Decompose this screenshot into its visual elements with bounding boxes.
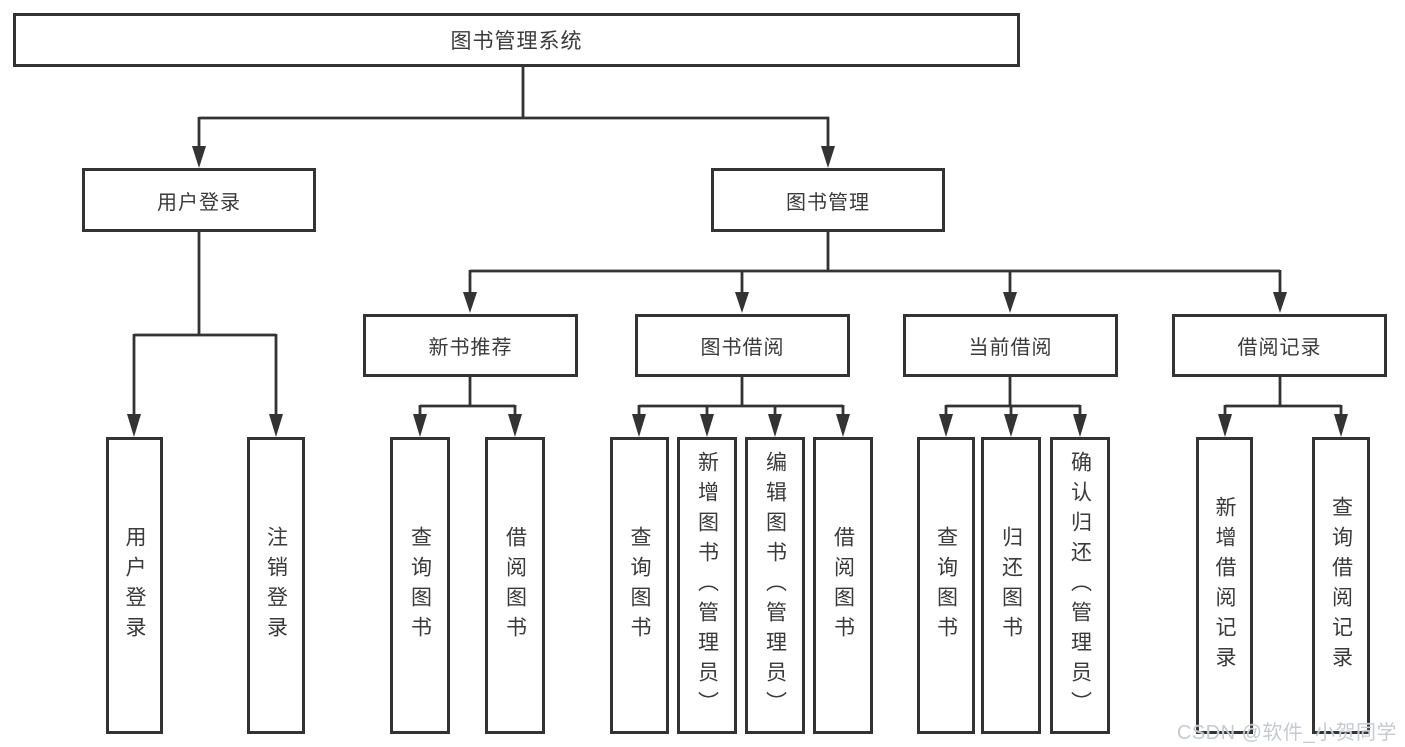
node-label: 编辑图书（管理员） xyxy=(763,450,787,721)
leaf-query-books-2: 查询图书 xyxy=(610,437,669,734)
node-label: 归还图书 xyxy=(999,525,1023,646)
csdn-watermark: CSDN @软件_小贺同学 xyxy=(1176,722,1397,744)
node-label: 新增借阅记录 xyxy=(1213,495,1236,676)
node-label: 用户登录 xyxy=(157,191,241,214)
node-label: 借阅图书 xyxy=(831,525,855,646)
leaf-borrow-books-1: 借阅图书 xyxy=(485,437,545,734)
node-current-borrow: 当前借阅 xyxy=(903,314,1118,377)
leaf-query-books-3: 查询图书 xyxy=(917,437,975,734)
node-label: 确认归还（管理员） xyxy=(1068,450,1092,721)
node-label: 图书管理系统 xyxy=(450,30,583,53)
leaf-edit-book-admin: 编辑图书（管理员） xyxy=(745,437,805,734)
leaf-confirm-return-admin: 确认归还（管理员） xyxy=(1050,437,1110,734)
node-label: 图书借阅 xyxy=(700,337,785,359)
node-label: 新增图书（管理员） xyxy=(695,450,719,721)
node-label: 查询图书 xyxy=(408,525,432,646)
node-label: 查询图书 xyxy=(934,525,958,646)
leaf-user-login: 用户登录 xyxy=(106,437,163,734)
node-label: 查询图书 xyxy=(628,525,651,646)
node-label: 借阅图书 xyxy=(503,525,527,646)
node-label: 当前借阅 xyxy=(968,337,1053,359)
node-book-management-branch: 图书管理 xyxy=(711,168,945,232)
node-label: 用户登录 xyxy=(123,525,146,646)
node-label: 借阅记录 xyxy=(1237,337,1322,359)
node-book-borrow: 图书借阅 xyxy=(635,314,850,377)
node-label: 新书推荐 xyxy=(428,337,513,359)
node-label: 查询借阅记录 xyxy=(1329,495,1353,676)
leaf-query-books-1: 查询图书 xyxy=(390,437,450,734)
node-label: 注销登录 xyxy=(264,525,288,646)
leaf-borrow-books-2: 借阅图书 xyxy=(813,437,873,734)
leaf-add-borrow-record: 新增借阅记录 xyxy=(1196,437,1253,734)
node-label: 图书管理 xyxy=(786,191,870,214)
node-new-book-recommend: 新书推荐 xyxy=(363,314,578,377)
node-root: 图书管理系统 xyxy=(13,13,1020,67)
leaf-return-books: 归还图书 xyxy=(981,437,1041,734)
node-user-login-branch: 用户登录 xyxy=(82,168,316,232)
leaf-query-borrow-record: 查询借阅记录 xyxy=(1312,437,1370,734)
leaf-add-book-admin: 新增图书（管理员） xyxy=(677,437,737,734)
leaf-logout: 注销登录 xyxy=(247,437,305,734)
node-borrow-records: 借阅记录 xyxy=(1172,314,1387,377)
